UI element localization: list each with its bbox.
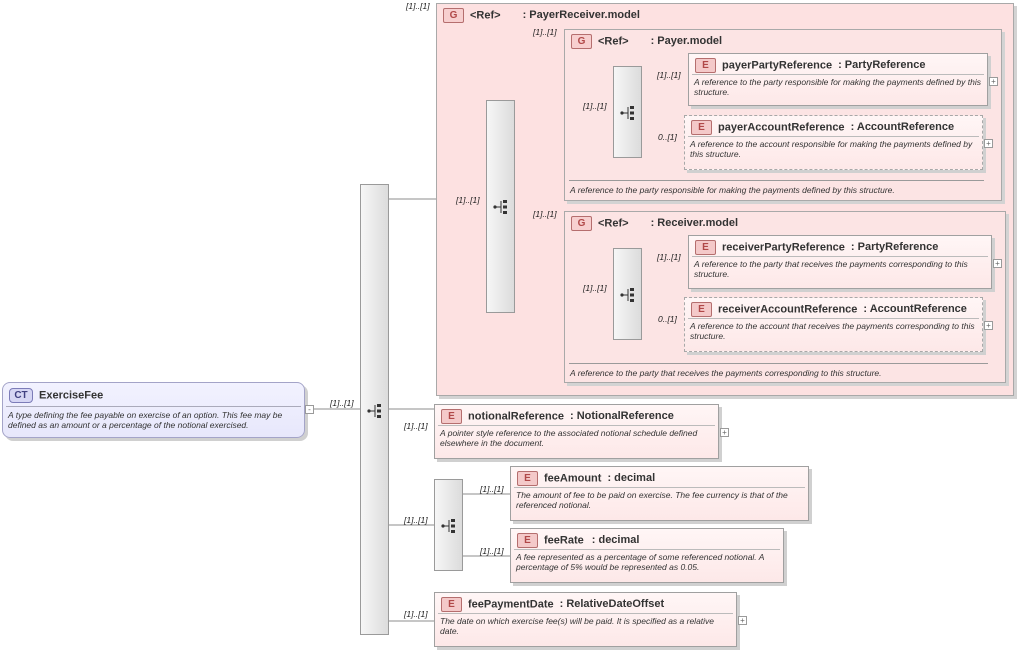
group-doc: A reference to the party responsible for…: [570, 185, 895, 195]
element-name: receiverAccountReference: [718, 303, 858, 316]
complex-type-name: ExerciseFee: [39, 389, 104, 402]
element-doc: A reference to the account that receives…: [690, 321, 975, 341]
cardinality-choice: [1]..[1]: [404, 515, 428, 525]
element-type: : PartyReference: [838, 59, 926, 72]
group-badge: G: [571, 216, 592, 231]
element-doc: A reference to the party that receives t…: [694, 259, 968, 279]
element-type: : RelativeDateOffset: [559, 598, 665, 611]
sequence-compositor-root[interactable]: [360, 184, 389, 635]
group-name: : PayerReceiver.model: [522, 9, 640, 22]
expand-toggle-receiver-account[interactable]: +: [984, 321, 993, 330]
element-name: payerPartyReference: [722, 59, 833, 72]
complex-type-doc: A type defining the fee payable on exerc…: [8, 410, 283, 430]
element-doc: A reference to the party responsible for…: [694, 77, 981, 97]
element-name: receiverPartyReference: [722, 241, 845, 254]
sequence-icon: [441, 519, 455, 533]
element-badge: E: [691, 120, 712, 135]
element-name: notionalReference: [468, 410, 564, 423]
collapse-toggle-root[interactable]: -: [305, 405, 314, 414]
element-badge: E: [441, 409, 462, 424]
element-name: feeAmount: [544, 472, 602, 485]
cardinality-receiver-account: 0..[1]: [658, 314, 677, 324]
cardinality-outer-group: [1]..[1]: [456, 195, 480, 205]
expand-toggle-payer-account[interactable]: +: [984, 139, 993, 148]
element-badge: E: [441, 597, 462, 612]
cardinality-payer-receiver: [1]..[1]: [406, 1, 430, 11]
element-doc: A fee represented as a percentage of som…: [516, 552, 765, 572]
cardinality-fee-rate: [1]..[1]: [480, 546, 504, 556]
group-name: : Receiver.model: [650, 217, 739, 230]
group-badge: G: [571, 34, 592, 49]
element-type: : PartyReference: [850, 241, 939, 254]
sequence-icon: [620, 288, 634, 302]
element-type: : AccountReference: [863, 303, 967, 316]
complex-type-badge: CT: [9, 388, 33, 403]
sequence-compositor-payerreceiver[interactable]: [486, 100, 515, 313]
expand-toggle-notional[interactable]: +: [720, 428, 729, 437]
element-doc: The amount of fee to be paid on exercise…: [516, 490, 788, 510]
element-badge: E: [517, 471, 538, 486]
element-doc: A reference to the account responsible f…: [690, 139, 973, 159]
sequence-compositor-receiver[interactable]: [613, 248, 642, 340]
cardinality-payer-sequence: [1]..[1]: [583, 101, 607, 111]
cardinality-payer-account: 0..[1]: [658, 132, 677, 142]
cardinality-fee-payment-date: [1]..[1]: [404, 609, 428, 619]
cardinality-root-sequence: [1]..[1]: [330, 398, 354, 408]
element-type: : AccountReference: [850, 121, 955, 134]
element-badge: E: [695, 240, 716, 255]
element-badge: E: [517, 533, 538, 548]
complex-type-exercisefee[interactable]: CT ExerciseFee A type defining the fee pa…: [2, 382, 305, 438]
cardinality-receiver-party: [1]..[1]: [657, 252, 681, 262]
choice-compositor[interactable]: [434, 479, 463, 571]
expand-toggle-fee-payment-date[interactable]: +: [738, 616, 747, 625]
element-name: feePaymentDate: [468, 598, 554, 611]
element-type: : NotionalReference: [569, 410, 674, 423]
expand-toggle-payer-party[interactable]: +: [989, 77, 998, 86]
element-doc: A pointer style reference to the associa…: [440, 428, 698, 448]
cardinality-receiver-sequence: [1]..[1]: [583, 283, 607, 293]
cardinality-fee-amount: [1]..[1]: [480, 484, 504, 494]
element-name: feeRate: [544, 534, 584, 547]
group-ref: <Ref>: [598, 35, 629, 48]
element-badge: E: [691, 302, 712, 317]
element-doc: The date on which exercise fee(s) will b…: [440, 616, 715, 636]
sequence-icon: [493, 200, 507, 214]
sequence-icon: [620, 106, 634, 120]
sequence-compositor-payer[interactable]: [613, 66, 642, 158]
group-ref: <Ref>: [598, 217, 629, 230]
group-badge: G: [443, 8, 464, 23]
group-name: : Payer.model: [650, 35, 723, 48]
cardinality-payer-model: [1]..[1]: [533, 27, 557, 37]
element-type: : decimal: [591, 534, 640, 547]
expand-toggle-receiver-party[interactable]: +: [993, 259, 1002, 268]
group-doc: A reference to the party that receives t…: [570, 368, 882, 378]
element-name: payerAccountReference: [718, 121, 845, 134]
cardinality-receiver-model: [1]..[1]: [533, 209, 557, 219]
cardinality-payer-party: [1]..[1]: [657, 70, 681, 80]
cardinality-notional: [1]..[1]: [404, 421, 428, 431]
sequence-icon: [367, 404, 381, 418]
element-type: : decimal: [607, 472, 656, 485]
group-ref: <Ref>: [470, 9, 501, 22]
element-badge: E: [695, 58, 716, 73]
